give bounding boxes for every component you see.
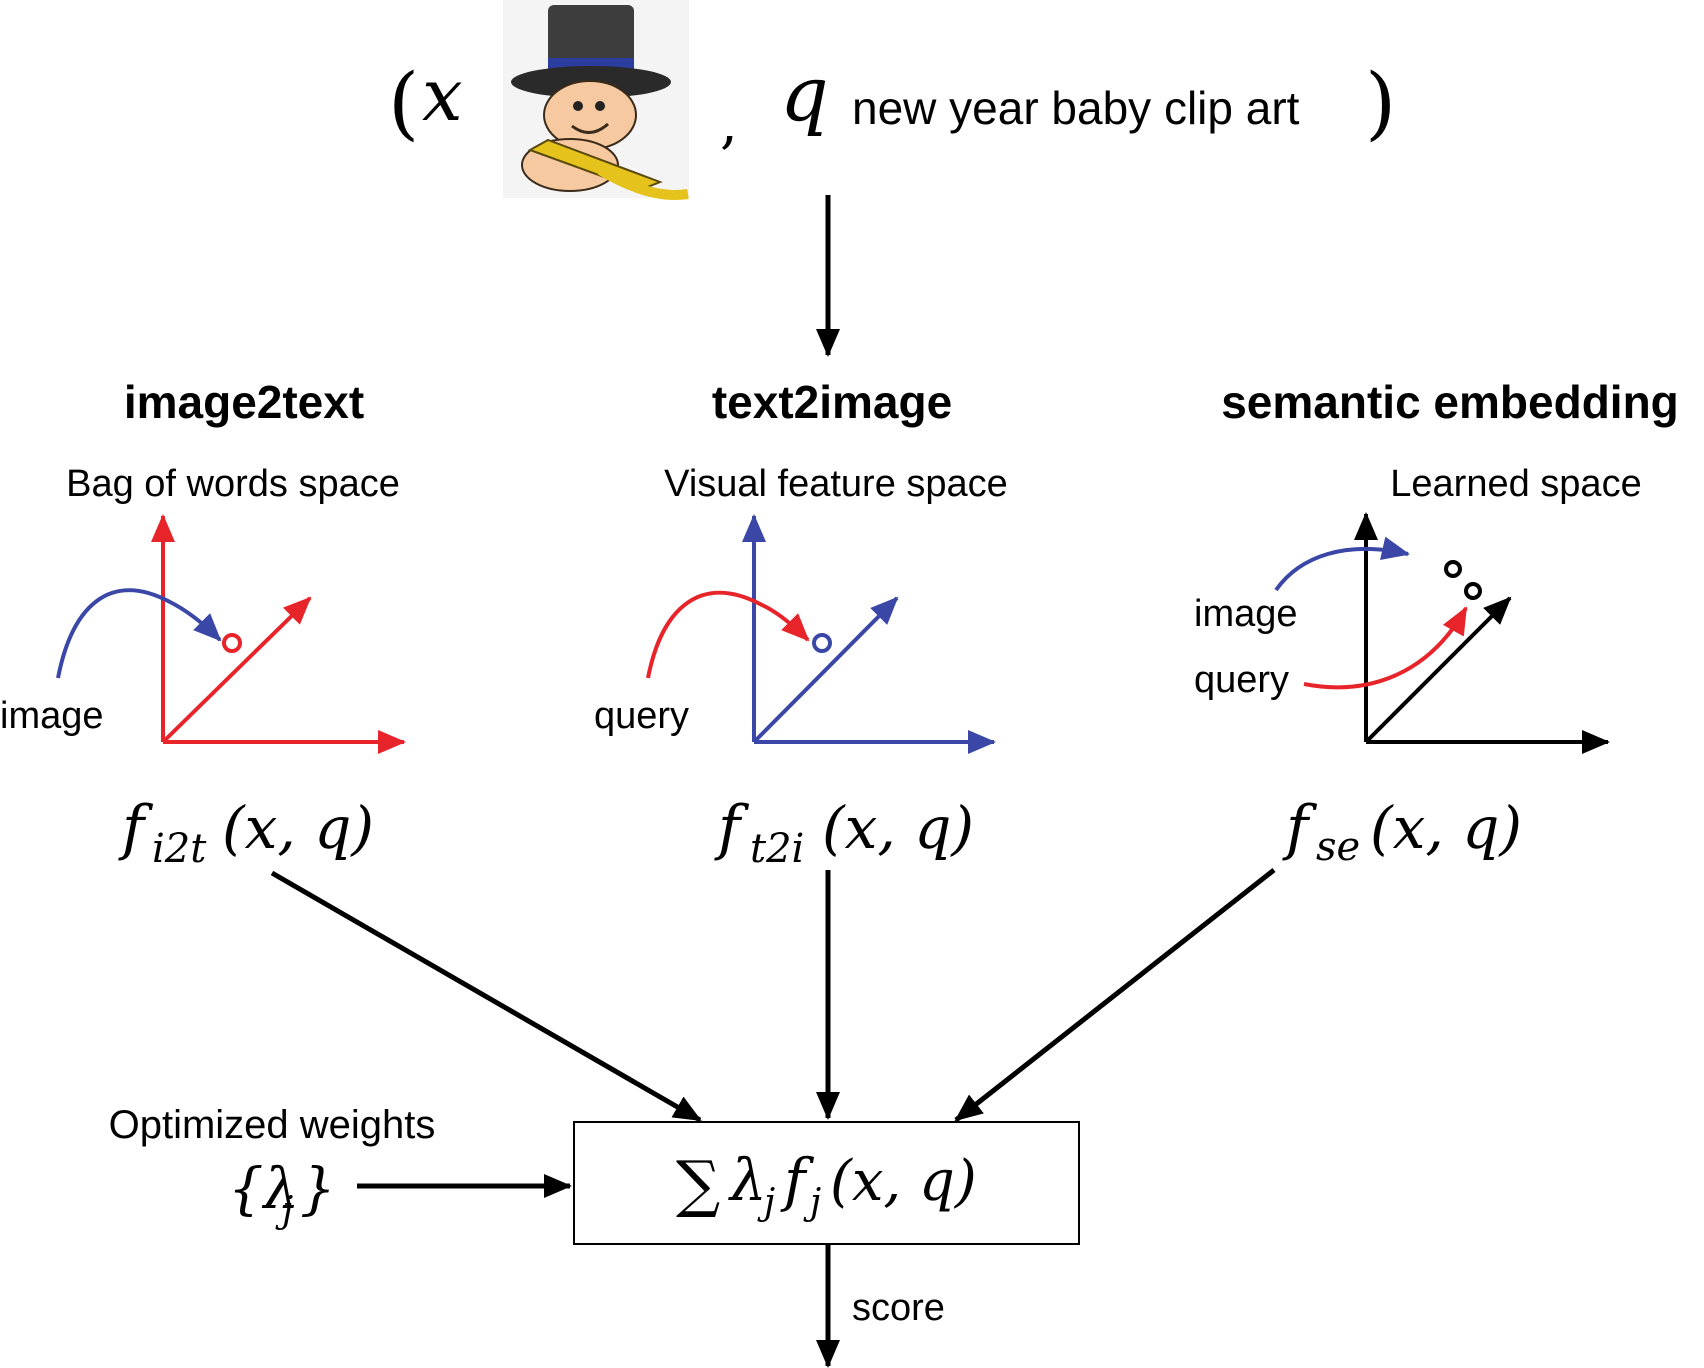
i2t-to-combiner-arrow [270,870,702,1123]
f-t2i-base: f [714,793,750,863]
image2text-section: image2text Bag of words space image f i2… [0,376,406,872]
embedded-image-point [1444,560,1462,578]
f-se-args: (x, q) [1370,794,1522,862]
learned-space-axes [1354,512,1610,754]
mapped-query-point [812,633,832,653]
se-to-combiner-arrow [954,868,1276,1122]
weights-set-symbol: {λ j } [228,1157,336,1231]
optimized-weights-label: Optimized weights [109,1103,436,1147]
f-i2t-formula: f i2t (x, q) [118,793,374,872]
lambda-symbol: λ [728,1146,767,1214]
bag-of-words-axes [151,514,406,754]
x-variable: x [422,53,463,137]
open-paren: ( [388,56,419,149]
query-mapping-curve [646,590,810,679]
f-se-formula: f se (x, q) [1282,793,1522,870]
score-label: score [852,1287,945,1329]
f-i2t-args: (x, q) [222,794,374,862]
visual-feature-space-label: Visual feature space [664,463,1008,505]
learned-space-label: Learned space [1390,463,1641,505]
tuple-comma: , [720,91,738,156]
f-t2i-formula: f t2i (x, q) [714,793,974,872]
weights-open: {λ [228,1157,299,1222]
mapped-image-point [222,633,242,653]
text2image-section: text2image Visual feature space query f … [594,376,1008,872]
weighted-sum-box [573,1121,1080,1245]
semantic-embedding-title: semantic embedding [1221,376,1679,428]
weights-close: } [300,1157,336,1222]
query-tuple: ( x , q new year baby clip art ) [388,0,1396,200]
q-variable: q [780,49,829,138]
f-se-subscript: se [1316,824,1360,870]
f-t2i-subscript: t2i [750,826,804,872]
image-to-learned-curve [1274,536,1410,592]
f-t2i-args: (x, q) [822,794,974,862]
image2text-title: image2text [124,376,364,428]
visual-feature-axes [742,514,996,754]
f-se-base: f [1282,793,1318,863]
query-text: new year baby clip art [852,82,1300,134]
text2image-title: text2image [712,376,952,428]
semantic-query-label: query [1194,659,1289,701]
combiner: Optimized weights {λ j } ∑ λ j f j (x, q… [109,1103,1080,1368]
bag-of-words-space-label: Bag of words space [66,463,400,505]
new-year-baby-clipart-icon [503,0,689,200]
f-i2t-subscript: i2t [152,826,207,872]
query-to-learned-curve [1303,606,1468,690]
close-paren: ) [1365,56,1396,149]
image2text-input-label: image [0,695,104,737]
embedded-query-point [1464,582,1482,600]
sum-symbol: ∑ [676,1147,720,1220]
semantic-embedding-section: semantic embedding Learned space image q… [1194,376,1679,870]
text2image-input-label: query [594,695,689,737]
semantic-image-label: image [1194,593,1298,635]
combined-args: (x, q) [830,1149,977,1214]
image-mapping-curve [56,588,222,679]
f-i2t-base: f [118,793,154,863]
